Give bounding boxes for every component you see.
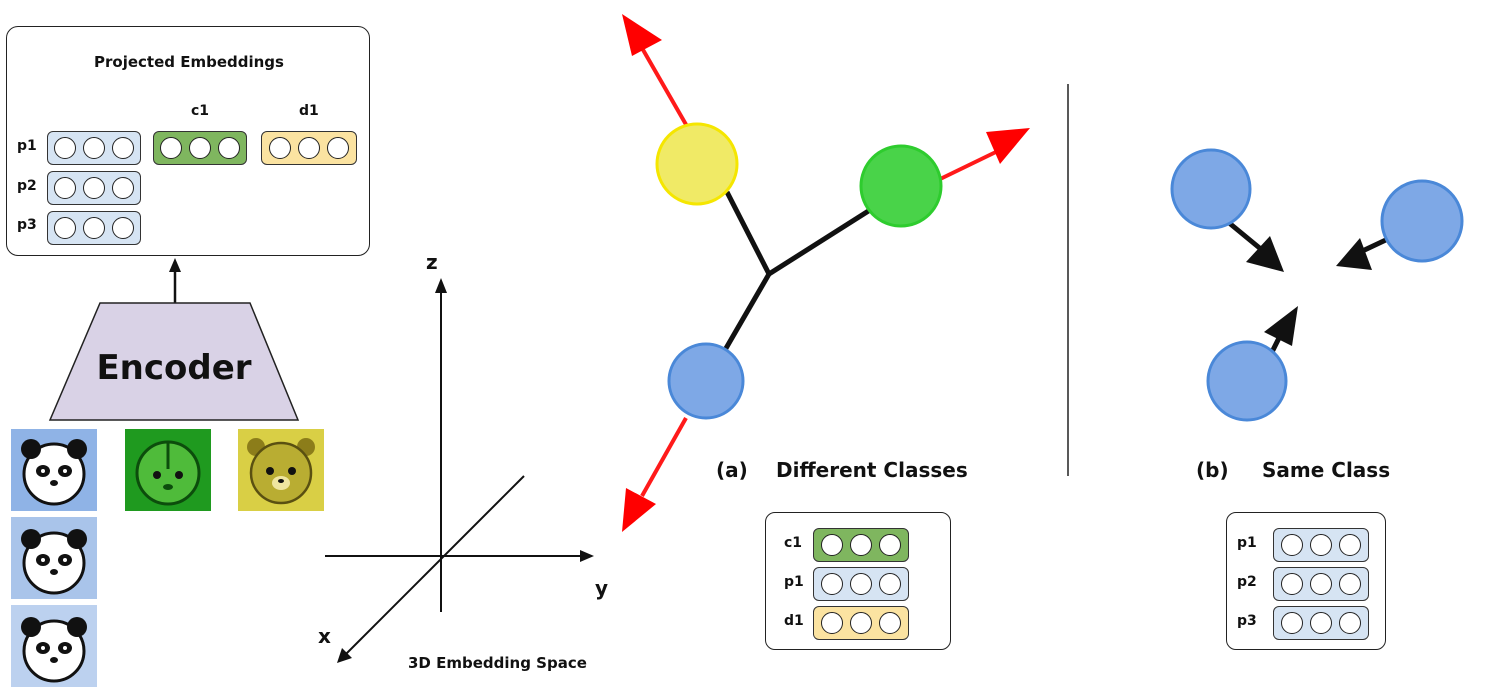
caption-a-tag: (a) [716,458,748,482]
embedding-vector-p1 [47,131,141,165]
legend-a-vector-c1 [813,528,909,562]
embedding-vector-c1 [153,131,247,165]
legend-b-vector-p2 [1273,567,1369,601]
encoder-label: Encoder [96,348,252,388]
caption-b-tag: (b) [1196,458,1229,482]
caption-b-text: Same Class [1262,458,1391,482]
row-label-p2: p2 [17,178,37,194]
projected-embeddings-title: Projected Embeddings [94,53,284,71]
legend-b-row-label-p3: p3 [1237,613,1257,629]
same-class-legend: p1 p2 p3 [1226,512,1386,650]
panda-icon [11,517,97,599]
embedding-vector-p3 [47,211,141,245]
axis-label-z: z [426,250,438,274]
legend-a-row-label-c1: c1 [784,535,803,551]
axis-label-y: y [595,576,609,600]
panda-icon [11,605,97,687]
legend-a-vector-p1 [813,567,909,601]
different-classes-legend: c1 p1 d1 [765,512,951,650]
row-label-p1: p1 [17,138,37,154]
column-label-d1: d1 [299,103,319,119]
embedding-space-title: 3D Embedding Space [408,654,587,672]
row-label-p3: p3 [17,217,37,233]
yellow-bear-icon [238,429,324,511]
embedding-vector-d1 [261,131,357,165]
caption-a-text: Different Classes [776,458,968,482]
projected-embeddings-panel: Projected Embeddings c1 d1 p1 p2 p3 [6,26,370,256]
green-bear-icon [125,429,211,511]
legend-a-row-label-d1: d1 [784,613,804,629]
legend-b-row-label-p1: p1 [1237,535,1257,551]
axis-label-x: x [318,624,331,648]
legend-b-vector-p3 [1273,606,1369,640]
embedding-vector-p2 [47,171,141,205]
legend-a-row-label-p1: p1 [784,574,804,590]
column-label-c1: c1 [191,103,210,119]
legend-b-vector-p1 [1273,528,1369,562]
legend-b-row-label-p2: p2 [1237,574,1257,590]
legend-a-vector-d1 [813,606,909,640]
panda-icon [11,429,97,511]
